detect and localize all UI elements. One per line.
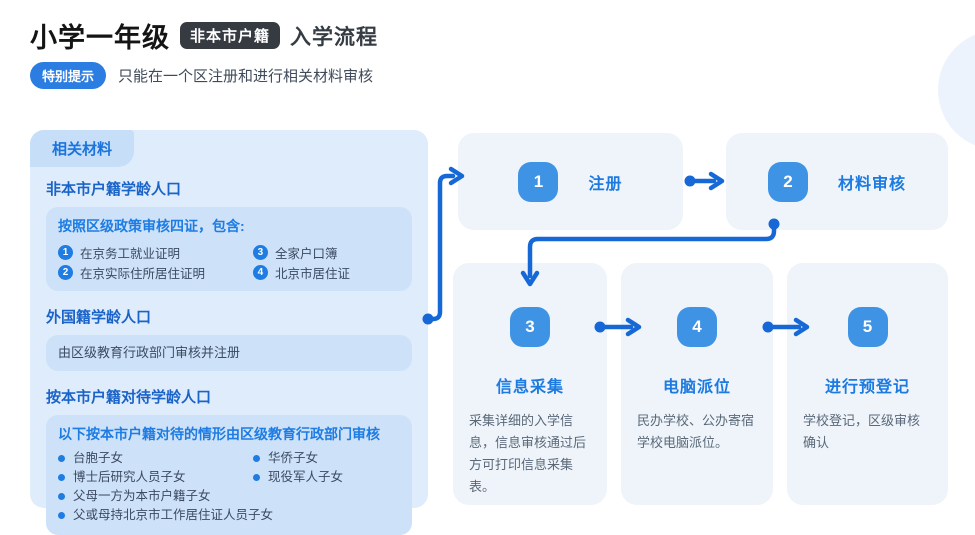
bullet-item: 台胞子女 xyxy=(58,450,253,469)
bullet-dot-icon xyxy=(58,512,65,519)
page-title: 小学一年级 非本市户籍 入学流程 xyxy=(30,16,378,55)
bullet-dot-icon xyxy=(58,455,65,462)
title-household-badge: 非本市户籍 xyxy=(180,22,281,49)
foreign-box: 由区级教育行政部门审核并注册 xyxy=(46,335,412,371)
cert-item: 3 全家户口簿 xyxy=(252,242,400,262)
special-notice: 特别提示 只能在一个区注册和进行相关材料审核 xyxy=(30,62,373,89)
step-number-1: 1 xyxy=(518,161,559,202)
step-desc-pre-registration: 学校登记，区级审核确认 xyxy=(803,413,921,451)
step-label-computer-allocation: 电脑派位 xyxy=(662,379,731,396)
treated-bullets: 台胞子女 博士后研究人员子女 父母一方为本市户籍子女 父或母持北京市工作居住证人… xyxy=(58,450,400,526)
bullet-dot-icon xyxy=(58,474,65,481)
step-desc-info-collection: 采集详细的入学信息，信息审核通过后方可打印信息采集表。 xyxy=(469,413,587,495)
bullet-dot-icon xyxy=(252,474,260,481)
bullet-item: 华侨子女 xyxy=(252,450,400,469)
arrow-start-dot xyxy=(684,175,696,187)
bullet-item: 博士后研究人员子女 xyxy=(58,469,253,488)
number-badge-icon: 2 xyxy=(58,264,73,280)
cert-item: 1 在京务工就业证明 xyxy=(58,242,253,262)
bullet-item: 父或母持北京市工作居住证人员子女 xyxy=(58,507,273,526)
nonlocal-certs-box: 按照区级政策审核四证，包含: 1 在京务工就业证明 2 在京实际住所居住证明 3 xyxy=(46,207,412,291)
step-label-register: 注册 xyxy=(588,175,623,193)
step-label-material-review: 材料审核 xyxy=(837,175,906,193)
title-grade: 小学一年级 xyxy=(30,23,170,53)
step-number-5: 5 xyxy=(847,307,888,347)
section-heading-foreign: 外国籍学龄人口 xyxy=(46,309,152,326)
number-badge-icon: 4 xyxy=(252,264,268,280)
certs-box-title: 按照区级政策审核四证，包含: xyxy=(58,218,245,234)
number-badge-icon: 3 xyxy=(252,244,268,260)
bullet-item: 父母一方为本市户籍子女 xyxy=(58,488,253,507)
notice-text: 只能在一个区注册和进行相关材料审核 xyxy=(118,68,374,85)
bullet-dot-icon xyxy=(252,455,260,462)
flow-step-computer-allocation: 4 电脑派位 民办学校、公办寄宿学校电脑派位。 xyxy=(621,263,773,505)
foreign-box-text: 由区级教育行政部门审核并注册 xyxy=(58,345,241,360)
treated-as-local-box: 以下按本市户籍对待的情形由区级教育行政部门审核 台胞子女 博士后研究人员子女 父… xyxy=(46,415,412,535)
decorative-circle xyxy=(938,30,975,150)
step-desc-computer-allocation: 民办学校、公办寄宿学校电脑派位。 xyxy=(637,413,755,451)
number-badge-icon: 1 xyxy=(58,244,73,260)
cert-item: 2 在京实际住所居住证明 xyxy=(58,262,253,282)
notice-pill: 特别提示 xyxy=(30,62,107,89)
step-label-info-collection: 信息采集 xyxy=(495,379,564,396)
section-heading-treated-as-local: 按本市户籍对待学龄人口 xyxy=(46,389,212,406)
cert-item: 4 北京市居住证 xyxy=(252,262,400,282)
materials-panel-tab: 相关材料 xyxy=(30,130,135,167)
bullet-dot-icon xyxy=(58,493,65,500)
flow-step-info-collection: 3 信息采集 采集详细的入学信息，信息审核通过后方可打印信息采集表。 xyxy=(453,263,607,505)
materials-panel: 相关材料 非本市户籍学龄人口 按照区级政策审核四证，包含: 1 在京务工就业证明… xyxy=(30,130,428,535)
step-number-2: 2 xyxy=(767,161,808,202)
materials-panel-body: 非本市户籍学龄人口 按照区级政策审核四证，包含: 1 在京务工就业证明 2 在京… xyxy=(30,130,428,535)
title-suffix: 入学流程 xyxy=(290,25,379,49)
step-label-pre-registration: 进行预登记 xyxy=(824,379,910,396)
step-number-3: 3 xyxy=(510,307,550,347)
flow-step-material-review: 2 材料审核 xyxy=(726,133,948,230)
treated-box-title: 以下按本市户籍对待的情形由区级教育行政部门审核 xyxy=(58,426,380,442)
step-number-4: 4 xyxy=(677,307,717,347)
bullet-item: 现役军人子女 xyxy=(252,469,400,488)
flow-step-register: 1 注册 xyxy=(458,133,683,230)
arrow-panel-to-step1 xyxy=(425,173,456,322)
flow-step-pre-registration: 5 进行预登记 学校登记，区级审核确认 xyxy=(787,263,948,505)
section-heading-nonlocal: 非本市户籍学龄人口 xyxy=(46,181,182,198)
certs-grid: 1 在京务工就业证明 2 在京实际住所居住证明 3 全家户口簿 4 xyxy=(58,242,400,282)
